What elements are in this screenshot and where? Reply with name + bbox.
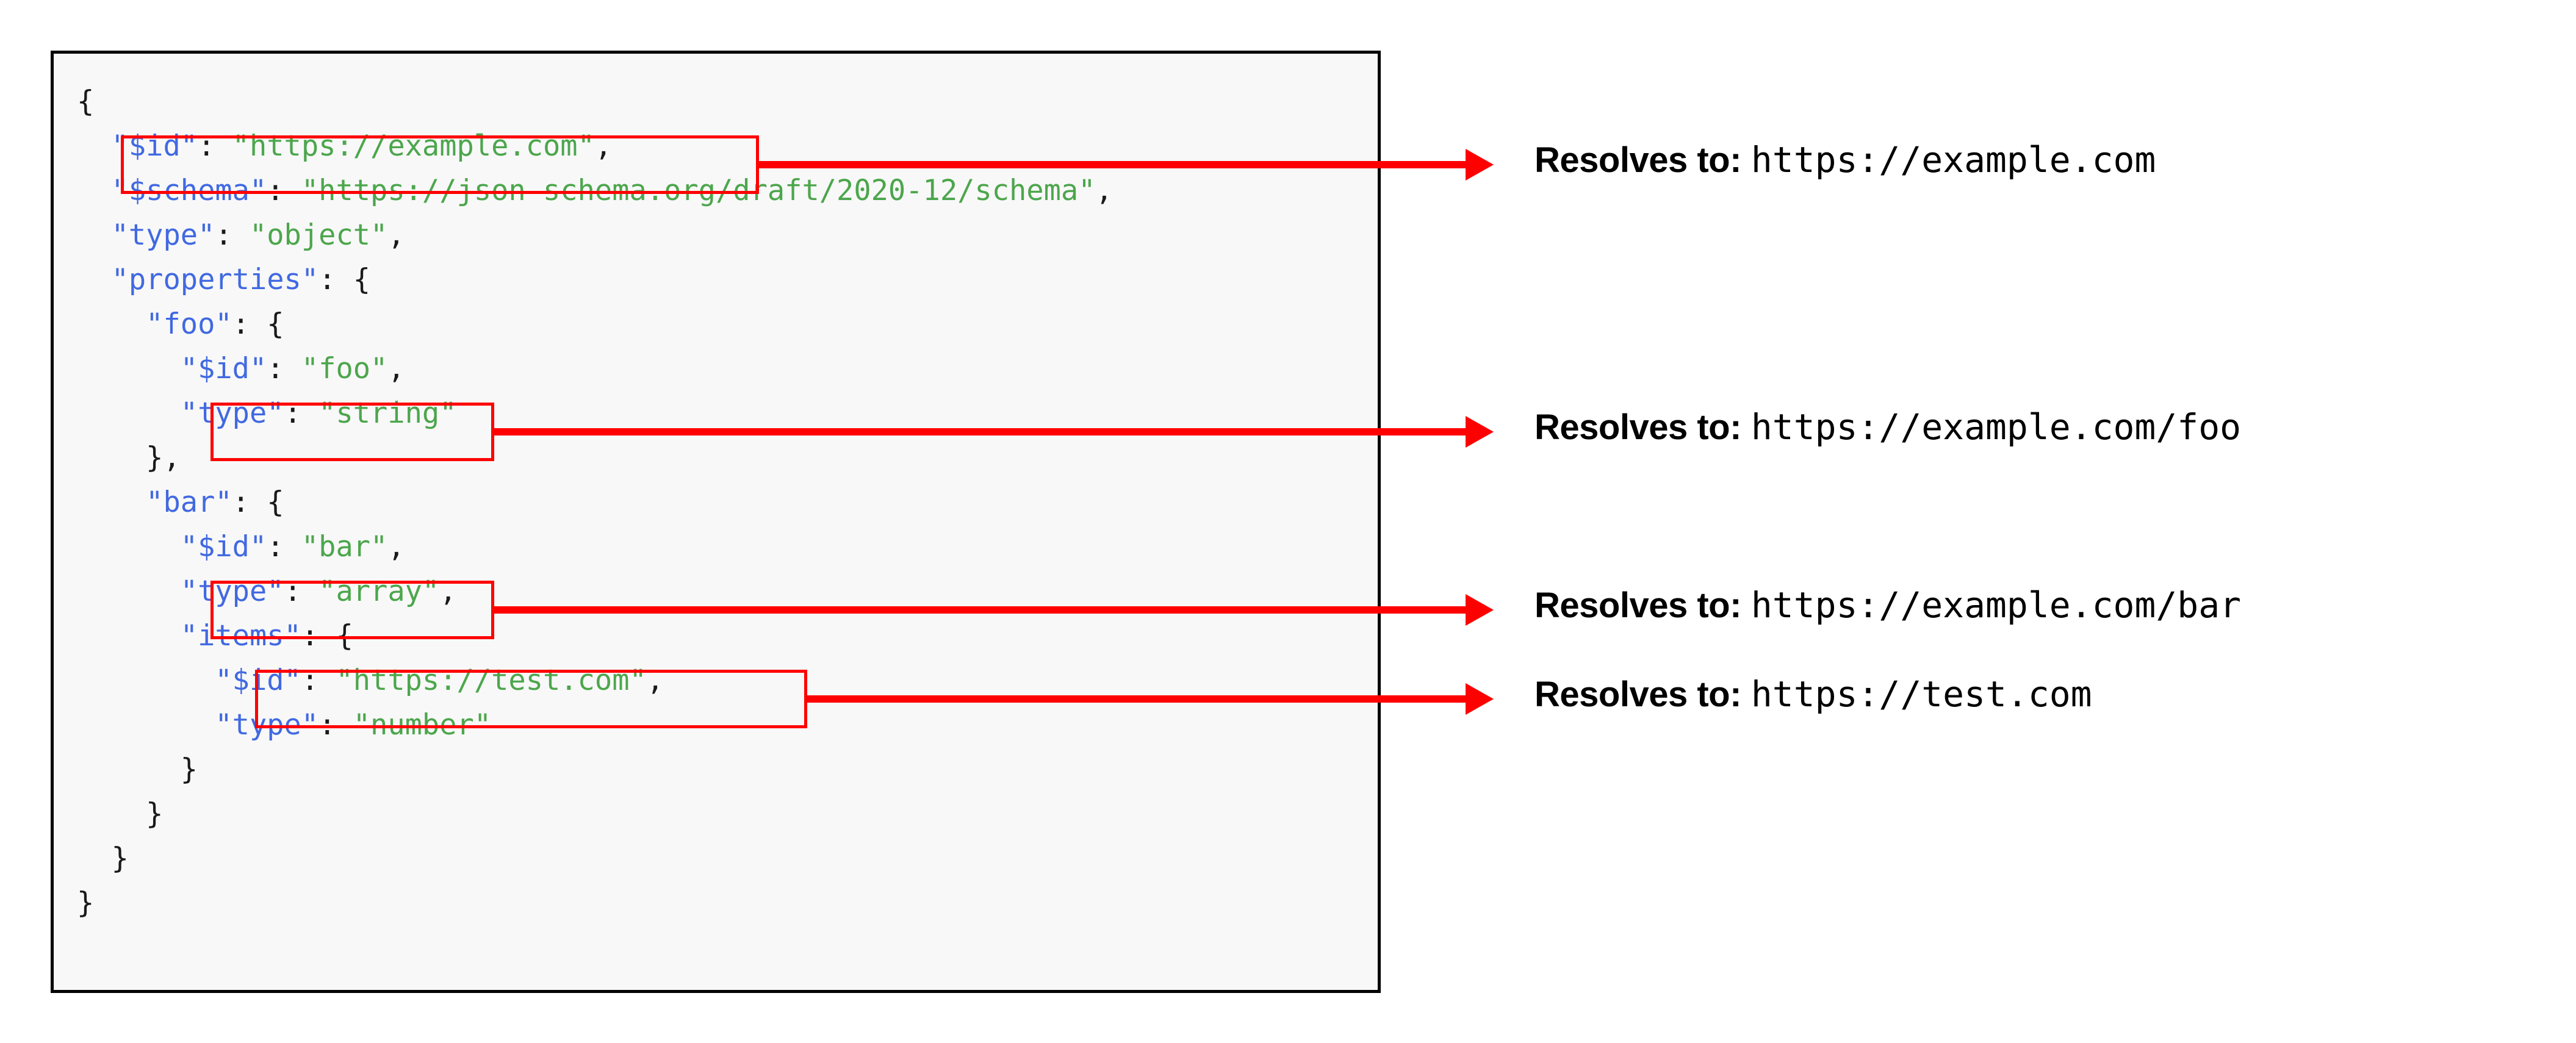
code-colon: : [284,396,319,430]
code-punctuation: } [77,753,198,786]
annotation-root-id: Resolves to: https://example.com [1534,139,2156,181]
resolves-to-label: Resolves to: [1534,407,1741,447]
code-colon: : [284,575,319,608]
code-punctuation: , [1095,174,1113,207]
code-line: "foo": { [77,302,1113,346]
code-line: "bar": { [77,480,1113,525]
arrow-head-icon [1466,416,1494,448]
code-key: "$id" [77,352,267,385]
code-string-value: "string" [318,396,457,430]
code-line: } [77,792,1113,836]
code-line: } [77,881,1113,925]
code-line: } [77,836,1113,881]
code-string-value: "object" [249,218,388,252]
code-string-value: "number" [353,708,492,742]
code-key: "bar" [77,486,232,519]
resolves-to-label: Resolves to: [1534,675,1741,714]
code-line: "$id": "bar", [77,525,1113,569]
code-punctuation: { [77,85,95,118]
code-colon: : [301,619,336,653]
code-string-value: "https://json-schema.org/draft/2020-12/s… [301,174,1096,207]
code-colon: : [318,263,353,296]
code-key: "$schema" [77,174,267,207]
code-punctuation: } [77,842,129,875]
code-key: "type" [77,218,215,252]
code-colon: : [198,129,232,163]
code-line: "type": "array", [77,569,1113,614]
code-string-value: "https://example.com" [232,129,595,163]
code-line: "$id": "https://example.com", [77,124,1113,168]
code-colon: : [267,174,301,207]
code-key: "$id" [77,129,198,163]
resolves-to-label: Resolves to: [1534,140,1741,180]
code-punctuation: { [353,263,371,296]
code-punctuation: , [387,352,405,385]
code-line: "$id": "foo", [77,346,1113,391]
code-punctuation: } [77,797,164,831]
code-colon: : [267,530,301,564]
code-line: }, [77,435,1113,480]
arrow-items-id [807,683,1494,715]
resolves-to-label: Resolves to: [1534,586,1741,625]
code-colon: : [318,708,353,742]
resolved-url: https://example.com [1750,139,2156,181]
resolved-url: https://example.com/foo [1750,406,2242,448]
arrow-root-id [759,149,1494,181]
arrow-shaft [759,161,1466,168]
code-punctuation: , [439,575,457,608]
json-schema-code-block: { "$id": "https://example.com", "$schema… [51,51,1381,993]
arrow-head-icon [1466,594,1494,626]
code-punctuation: , [387,530,405,564]
code-lines: { "$id": "https://example.com", "$schema… [77,79,1113,925]
code-string-value: "bar" [301,530,388,564]
code-key: "type" [77,708,319,742]
annotation-foo-id: Resolves to: https://example.com/foo [1534,406,2241,448]
code-colon: : [232,486,267,519]
code-line: "type": "number" [77,703,1113,747]
annotation-items-id: Resolves to: https://test.com [1534,673,2092,715]
code-key: "type" [77,396,284,430]
code-line: } [77,747,1113,792]
code-line: { [77,79,1113,124]
code-punctuation: { [267,307,284,341]
annotation-bar-id: Resolves to: https://example.com/bar [1534,584,2241,626]
code-line: "properties": { [77,257,1113,302]
arrow-head-icon [1466,149,1494,181]
code-string-value: "foo" [301,352,388,385]
arrow-shaft [494,606,1466,614]
arrow-foo-id [494,416,1494,448]
arrow-head-icon [1466,683,1494,715]
code-key: "items" [77,619,301,653]
resolved-url: https://example.com/bar [1750,584,2242,626]
code-key: "properties" [77,263,319,296]
code-punctuation: , [646,664,664,697]
code-punctuation: }, [77,441,181,475]
code-colon: : [232,307,267,341]
code-colon: : [267,352,301,385]
code-punctuation: } [77,886,95,920]
code-punctuation: , [594,129,613,163]
resolved-url: https://test.com [1750,673,2092,715]
arrow-shaft [494,428,1466,435]
code-key: "$id" [77,664,301,697]
code-colon: : [301,664,336,697]
code-punctuation: { [267,486,284,519]
code-punctuation: { [336,619,353,653]
code-line: "$id": "https://test.com", [77,658,1113,703]
code-key: "type" [77,575,284,608]
arrow-bar-id [494,594,1494,626]
code-colon: : [215,218,250,252]
code-key: "foo" [77,307,232,341]
code-key: "$id" [77,530,267,564]
code-line: "type": "object", [77,213,1113,257]
code-line: "items": { [77,614,1113,658]
code-punctuation: , [387,218,405,252]
code-line: "type": "string" [77,391,1113,435]
code-string-value: "array" [318,575,440,608]
code-line: "$schema": "https://json-schema.org/draf… [77,168,1113,213]
code-string-value: "https://test.com" [336,664,647,697]
arrow-shaft [807,695,1466,703]
